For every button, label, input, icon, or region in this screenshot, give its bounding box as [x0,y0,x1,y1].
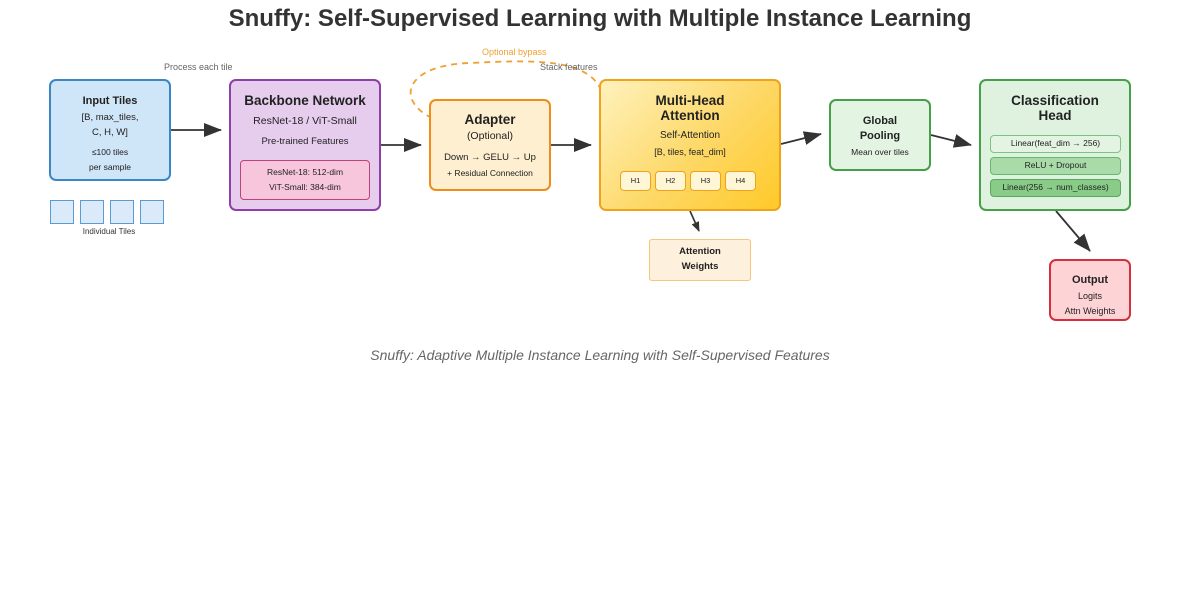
adapter-optional: (Optional) [466,130,514,142]
output-logits: Logits [1077,291,1103,301]
attention-head: H4 [725,171,756,191]
classifier-title-line1: Classification [1011,93,1099,108]
backbone-dim-resnet: ResNet-18: 512-dim [266,167,344,177]
multi-head-attention-node: Multi-Head Attention Self-Attention [B, … [599,79,781,211]
classifier-layer: Linear(256 → num_classes) [990,179,1121,197]
global-pooling-node: Global Pooling Mean over tiles [829,99,931,171]
optional-bypass-note: Optional bypass [482,47,547,57]
diagram-caption: Snuffy: Adaptive Multiple Instance Learn… [370,347,830,363]
arrow-classifier-to-output [1055,210,1091,252]
tile-thumbnail [80,200,104,224]
input-limit-line2: per sample [88,162,132,172]
classification-head-node: Classification Head Linear(feat_dim → 25… [979,79,1131,211]
adapter-flow: Down → GELU → Up [444,152,536,163]
pooling-description: Mean over tiles [851,147,909,157]
individual-tiles-label: Individual Tiles [82,227,136,236]
optional-bypass-curve [409,60,601,119]
tile-thumbnail [140,200,164,224]
adapter-node: Adapter (Optional) Down → GELU → Up + Re… [429,99,551,191]
classifier-layer: ReLU + Dropout [990,157,1121,175]
arrow-pooling-to-classifier [930,134,972,148]
classifier-title-line2: Head [1038,108,1072,123]
input-limit-line1: ≤100 tiles [91,147,129,157]
pooling-title-line2: Pooling [859,130,901,142]
backbone-models: ResNet-18 / ViT-Small [253,115,357,127]
pooling-title-line1: Global [862,115,898,127]
output-node: Output Logits Attn Weights [1049,259,1131,321]
adapter-title: Adapter [464,112,516,127]
stack-features-note: Stack features [540,62,598,72]
input-shape-line1: [B, max_tiles, [81,112,139,123]
backbone-network-node: Backbone Network ResNet-18 / ViT-Small P… [229,79,381,211]
backbone-dim-vit: ViT-Small: 384-dim [269,182,341,192]
input-tiles-title: Input Tiles [82,95,138,107]
arrow-attention-to-weights [689,210,700,232]
attention-head: H1 [620,171,651,191]
adapter-residual: + Residual Connection [447,168,533,178]
attention-shape: [B, tiles, feat_dim] [654,147,726,157]
attention-head: H2 [655,171,686,191]
process-each-tile-note: Process each tile [164,62,233,72]
backbone-title: Backbone Network [244,93,366,108]
backbone-description: Pre-trained Features [261,136,349,147]
input-shape-line2: C, H, W] [92,127,128,138]
arrow-attention-to-pooling [780,131,822,145]
attention-head: H3 [690,171,721,191]
backbone-dims-box: ResNet-18: 512-dim ViT-Small: 384-dim [240,160,370,200]
attention-weights-line1: Attention [679,246,721,257]
classifier-layer: Linear(feat_dim → 256) [990,135,1121,153]
output-attn-weights: Attn Weights [1064,306,1116,316]
attention-title-line1: Multi-Head [655,93,725,108]
tile-thumbnail [50,200,74,224]
attention-weights-line2: Weights [681,261,719,272]
output-title: Output [1071,274,1109,286]
tile-thumbnail [110,200,134,224]
attention-type: Self-Attention [659,130,721,141]
attention-title-line2: Attention [660,108,720,123]
attention-weights-node: Attention Weights [649,239,751,281]
input-tiles-node: Input Tiles [B, max_tiles, C, H, W] ≤100… [49,79,171,181]
diagram-title: Snuffy: Self-Supervised Learning with Mu… [228,5,972,32]
